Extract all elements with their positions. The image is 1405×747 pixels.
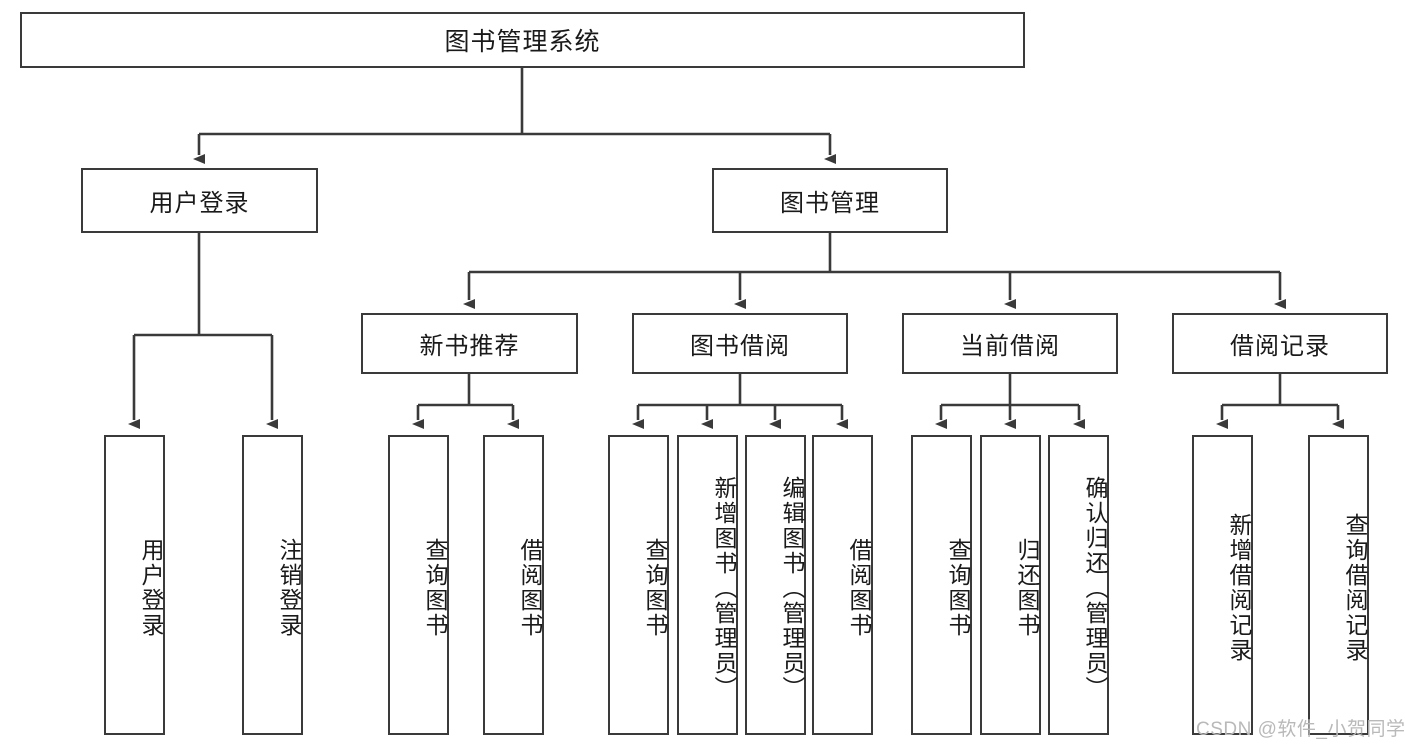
node-book-management[interactable]: 图书管理 <box>712 168 948 233</box>
leaf-user-logout[interactable]: 注销登录 <box>242 435 303 735</box>
leaf-add-book-admin[interactable]: 新增图书（管理员） <box>677 435 738 735</box>
leaf-borrow-book[interactable]: 借阅图书 <box>812 435 873 735</box>
leaf-edit-book-admin[interactable]: 编辑图书（管理员） <box>745 435 806 735</box>
leaf-query-borrow-record[interactable]: 查询借阅记录 <box>1308 435 1369 735</box>
node-new-book-recommend[interactable]: 新书推荐 <box>361 313 578 374</box>
leaf-confirm-return-admin[interactable]: 确认归还（管理员） <box>1048 435 1109 735</box>
leaf-return-book[interactable]: 归还图书 <box>980 435 1041 735</box>
node-book-borrow[interactable]: 图书借阅 <box>632 313 848 374</box>
node-root-system[interactable]: 图书管理系统 <box>20 12 1025 68</box>
leaf-query-book-borrow[interactable]: 查询图书 <box>608 435 669 735</box>
leaf-query-book-current[interactable]: 查询图书 <box>911 435 972 735</box>
leaf-query-book-newbook[interactable]: 查询图书 <box>388 435 449 735</box>
node-user-login[interactable]: 用户登录 <box>81 168 318 233</box>
watermark-text: CSDN @软件_小贺同学 <box>1196 719 1405 740</box>
leaf-borrow-book-newbook[interactable]: 借阅图书 <box>483 435 544 735</box>
node-borrow-record[interactable]: 借阅记录 <box>1172 313 1388 374</box>
leaf-add-borrow-record[interactable]: 新增借阅记录 <box>1192 435 1253 735</box>
node-current-borrow[interactable]: 当前借阅 <box>902 313 1118 374</box>
leaf-user-login[interactable]: 用户登录 <box>104 435 165 735</box>
